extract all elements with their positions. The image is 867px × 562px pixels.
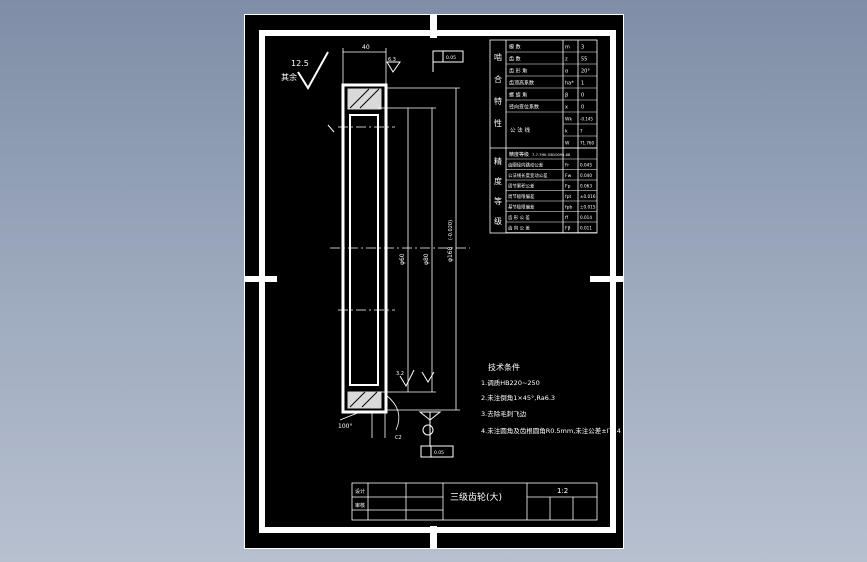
technical-requirements: 技术条件 1.调质HB220~250 2.未注倒角1×45°,Ra6.3 3.去… (481, 362, 621, 435)
param-row-value: 20° (581, 69, 590, 75)
tech-req-item-1: 1.调质HB220~250 (481, 378, 540, 387)
accuracy-row-value: 0.063 (580, 184, 592, 189)
accuracy-row-symbol: ff (565, 215, 569, 221)
dim-bore: φ60 (399, 253, 406, 265)
roughness-general-value: 12.5 (291, 59, 309, 68)
dimension-texts: 40 φ60 φ80 φ168 (-0.020) 100° C2 (338, 44, 454, 441)
title-block: 设计 审核 三级齿轮(大) 1:2 (351, 482, 598, 521)
accuracy-title-2: 度 (494, 176, 502, 186)
param-row-name: 齿 数 (509, 56, 521, 63)
param-row-value: 55 (581, 57, 587, 63)
part-name: 三级齿轮(大) (450, 491, 502, 503)
dim-outer-tol: (-0.020) (448, 220, 454, 240)
accuracy-row-symbol: Fw (565, 173, 572, 179)
param-row-name: 径向变位系数 (509, 104, 539, 111)
tolerance-bottom-value: 0.05 (434, 450, 444, 456)
roughness-left-top: 6.3 (388, 57, 396, 63)
accuracy-value: 7-7-7HK GB10095-88 (532, 153, 571, 157)
roughness-general-label: 其余 (281, 72, 297, 82)
param-row-symbol: β (565, 93, 568, 99)
roughness-right-bottom: 3.2 (396, 371, 404, 377)
param-row-symbol: x (565, 105, 568, 111)
accuracy-row-name: 齿 形 公 差 (508, 214, 530, 221)
accuracy-row-symbol: Fr (565, 163, 569, 169)
dim-chamfer: C2 (395, 435, 402, 441)
common-row-symbol: Wk (565, 117, 572, 123)
accuracy-row-name: 基节极限偏差 (508, 204, 535, 211)
accuracy-title-1: 精 (494, 156, 502, 166)
meshing-title-4: 性 (494, 118, 502, 128)
scale-value: 1:2 (557, 487, 568, 495)
dim-inner: φ80 (423, 253, 430, 265)
accuracy-row-symbol: Fp (565, 184, 571, 190)
dim-outer: φ168 (447, 246, 454, 262)
param-row-value: 1 (581, 81, 584, 87)
param-row-name: 螺 旋 角 (509, 92, 527, 99)
accuracy-row-name: 公法线长度变动公差 (508, 172, 548, 179)
common-normal-label: 公 法 线 (510, 126, 530, 134)
accuracy-label: 精度等级 (509, 151, 529, 158)
parameter-rows: 模 数 m 3 齿 数 z 55 齿 形 角 α 20° 齿顶高系数 ha* 1 螺 旋 角 β 0 径向变位… (506, 44, 597, 233)
meshing-title-3: 特 (494, 96, 502, 106)
meshing-title-1: 啮 (494, 52, 502, 62)
dim-width: 40 (362, 44, 370, 51)
param-row-symbol: α (565, 69, 569, 75)
tolerance-top-value: 0.05 (446, 55, 456, 61)
accuracy-row-name: 齿圈径向跳动公差 (508, 162, 544, 169)
accuracy-title-4: 级 (494, 216, 502, 226)
sheet-background (244, 14, 624, 549)
param-row-name: 齿 形 角 (509, 68, 527, 75)
param-row-name: 模 数 (509, 44, 521, 51)
meshing-title-2: 合 (494, 74, 502, 84)
accuracy-row-value: ±0.015 (580, 205, 596, 210)
dim-angle: 100° (338, 423, 352, 430)
param-row-value: 0 (581, 105, 584, 111)
accuracy-row-name: 齿 向 公 差 (508, 225, 530, 232)
param-row-name: 齿顶高系数 (509, 80, 534, 87)
accuracy-title-3: 等 (494, 196, 502, 206)
param-row-symbol: m (565, 45, 570, 51)
accuracy-row-value: 0.011 (580, 226, 592, 231)
common-row-value: 7 (580, 129, 583, 134)
common-row-symbol: k (565, 129, 568, 135)
tech-req-item-4: 4.未注圆角及齿根圆角R0.5mm,未注公差±IT14 (481, 426, 621, 435)
tolerance-frame-bottom (418, 411, 454, 458)
tech-req-item-3: 3.去除毛刺飞边 (481, 409, 527, 418)
param-row-symbol: z (565, 57, 568, 63)
centering-marks (244, 14, 624, 549)
accuracy-row-symbol: fpb (565, 205, 572, 211)
accuracy-row-value: ±0.016 (580, 194, 596, 199)
common-row-value: 71.760 (580, 141, 594, 146)
accuracy-row-value: 0.040 (580, 173, 592, 178)
designer-label: 设计 (355, 488, 365, 495)
param-row-value: 3 (581, 45, 584, 51)
gear-parameter-table: 模 数 m 3 齿 数 z 55 齿 形 角 α 20° 齿顶高系数 ha* 1 螺 旋 角 β 0 径向变位… (489, 39, 598, 234)
accuracy-row-value: 0.045 (580, 163, 592, 168)
param-row-value: 0 (581, 93, 584, 99)
tolerance-frame-top (432, 50, 464, 72)
common-row-symbol: W (565, 141, 570, 147)
accuracy-row-symbol: Fβ (565, 226, 571, 232)
common-row-value: -0.145 (580, 117, 593, 122)
checker-label: 审核 (355, 502, 365, 509)
tech-req-item-2: 2.未注倒角1×45°,Ra6.3 (481, 393, 555, 402)
accuracy-row-value: 0.014 (580, 215, 592, 220)
accuracy-row-symbol: fpt (565, 194, 571, 200)
tech-req-title: 技术条件 (488, 362, 520, 372)
gear-section-view (330, 83, 470, 414)
dimension-lines (339, 48, 460, 438)
accuracy-row-name: 周节累积公差 (508, 183, 535, 190)
param-row-symbol: ha* (565, 81, 574, 87)
roughness-symbols (297, 51, 435, 388)
accuracy-row-name: 周节极限偏差 (508, 193, 535, 200)
